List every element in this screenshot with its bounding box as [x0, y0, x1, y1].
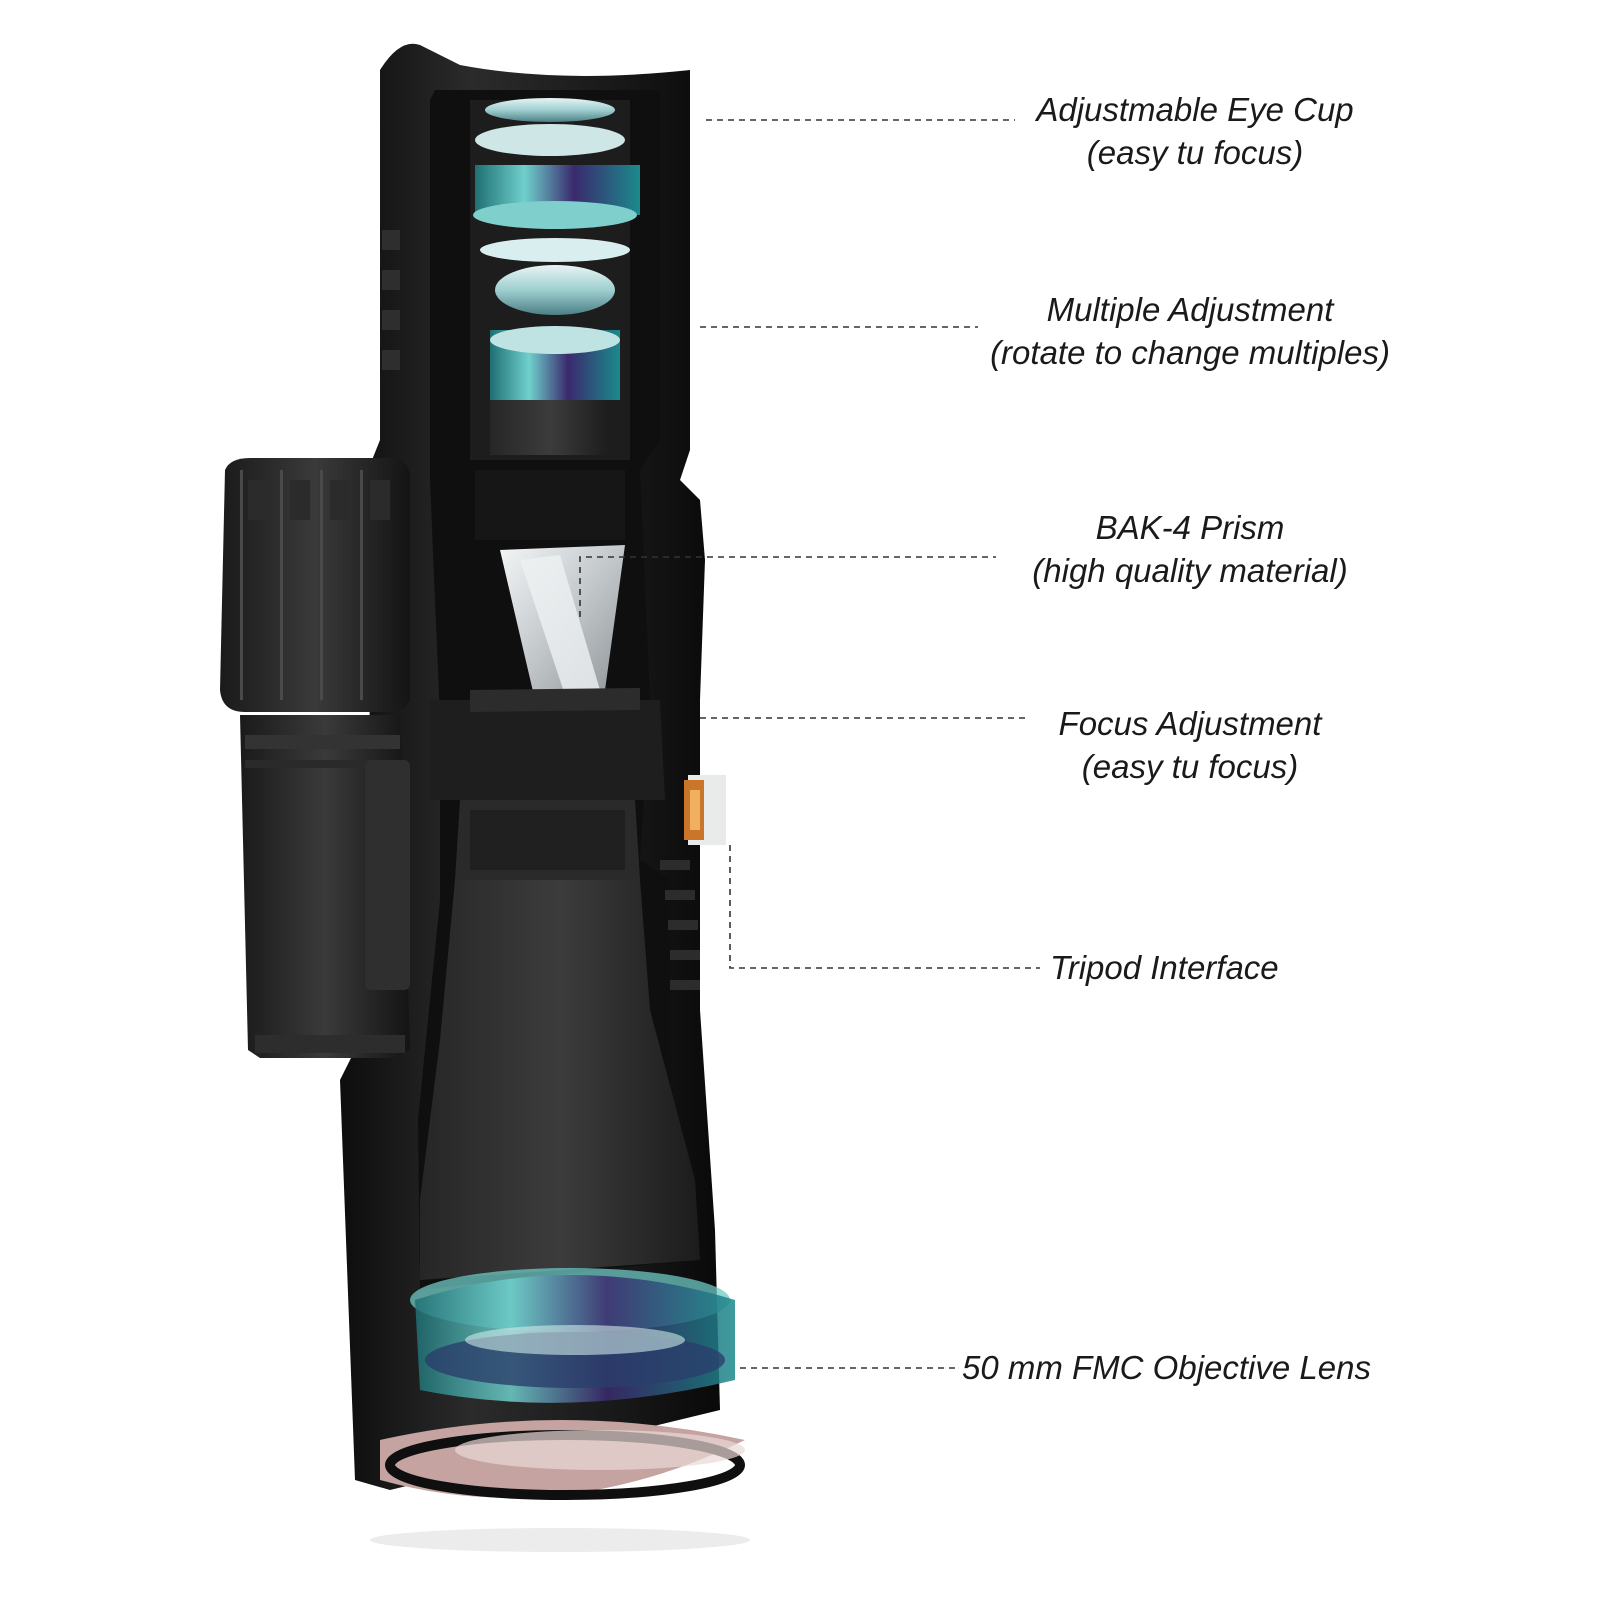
callout-tripod-interface-title: Tripod Interface	[1050, 949, 1279, 986]
callout-multiple-adjustment: Multiple Adjustment (rotate to change mu…	[965, 288, 1415, 374]
callout-focus-adjustment-subtitle: (easy tu focus)	[1081, 748, 1299, 785]
eyepiece-lens-stack	[473, 98, 640, 400]
callout-tripod-interface: Tripod Interface	[1050, 946, 1320, 989]
prism-assembly	[470, 545, 640, 712]
tripod-mount	[684, 775, 726, 845]
callout-focus-adjustment: Focus Adjustment (easy tu focus)	[1040, 702, 1340, 788]
focus-knob	[220, 458, 410, 712]
callout-prism: BAK-4 Prism (high quality material)	[1010, 506, 1370, 592]
callout-eye-cup-title: Adjustmable Eye Cup	[1036, 91, 1354, 128]
side-grip	[240, 715, 410, 1058]
callout-multiple-adjustment-title: Multiple Adjustment	[1046, 291, 1334, 328]
objective-lens	[380, 1268, 745, 1500]
callout-prism-title: BAK-4 Prism	[1095, 509, 1285, 546]
callout-prism-subtitle: (high quality material)	[1032, 552, 1348, 589]
callout-focus-adjustment-title: Focus Adjustment	[1058, 705, 1322, 742]
leader-lines	[579, 119, 1040, 1369]
callout-eye-cup-subtitle: (easy tu focus)	[1086, 134, 1304, 171]
floor-shadow	[370, 1528, 750, 1552]
callout-multiple-adjustment-subtitle: (rotate to change multiples)	[990, 334, 1390, 371]
callout-eye-cup: Adjustmable Eye Cup (easy tu focus)	[1015, 88, 1375, 174]
callout-objective-lens-title: 50 mm FMC Objective Lens	[962, 1349, 1371, 1386]
callout-objective-lens: 50 mm FMC Objective Lens	[962, 1346, 1422, 1389]
